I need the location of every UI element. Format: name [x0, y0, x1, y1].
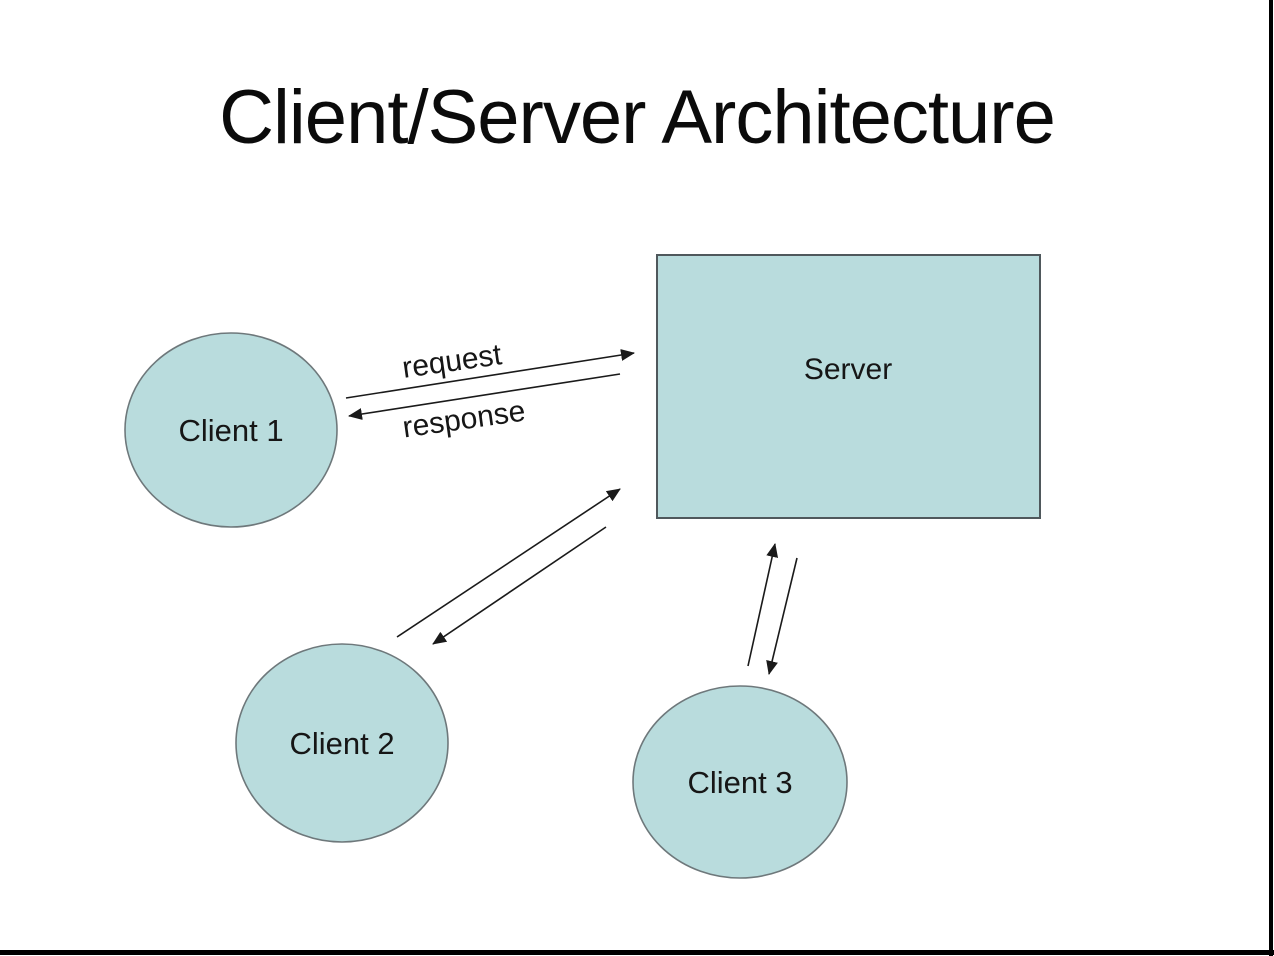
- client3-response-arrow: [766, 557, 798, 675]
- server-label: Server: [803, 353, 893, 386]
- client2-request-arrow: [396, 488, 621, 638]
- client2-label: Client 2: [289, 726, 395, 761]
- client3-request-arrow: [747, 543, 779, 667]
- client2-node: [235, 643, 449, 843]
- client1-response-arrow: [348, 373, 621, 420]
- client3-label: Client 3: [687, 765, 793, 800]
- page-edge-right: [1269, 0, 1273, 956]
- page-title: Client/Server Architecture: [219, 75, 1056, 160]
- page-edge-bottom: [0, 950, 1274, 955]
- client1-node: [124, 332, 338, 528]
- server-node: [656, 254, 1041, 519]
- client1-request-arrow: [345, 349, 635, 399]
- client2-response-arrow: [432, 526, 607, 645]
- client1-label: Client 1: [178, 413, 284, 448]
- client3-node: [632, 685, 848, 879]
